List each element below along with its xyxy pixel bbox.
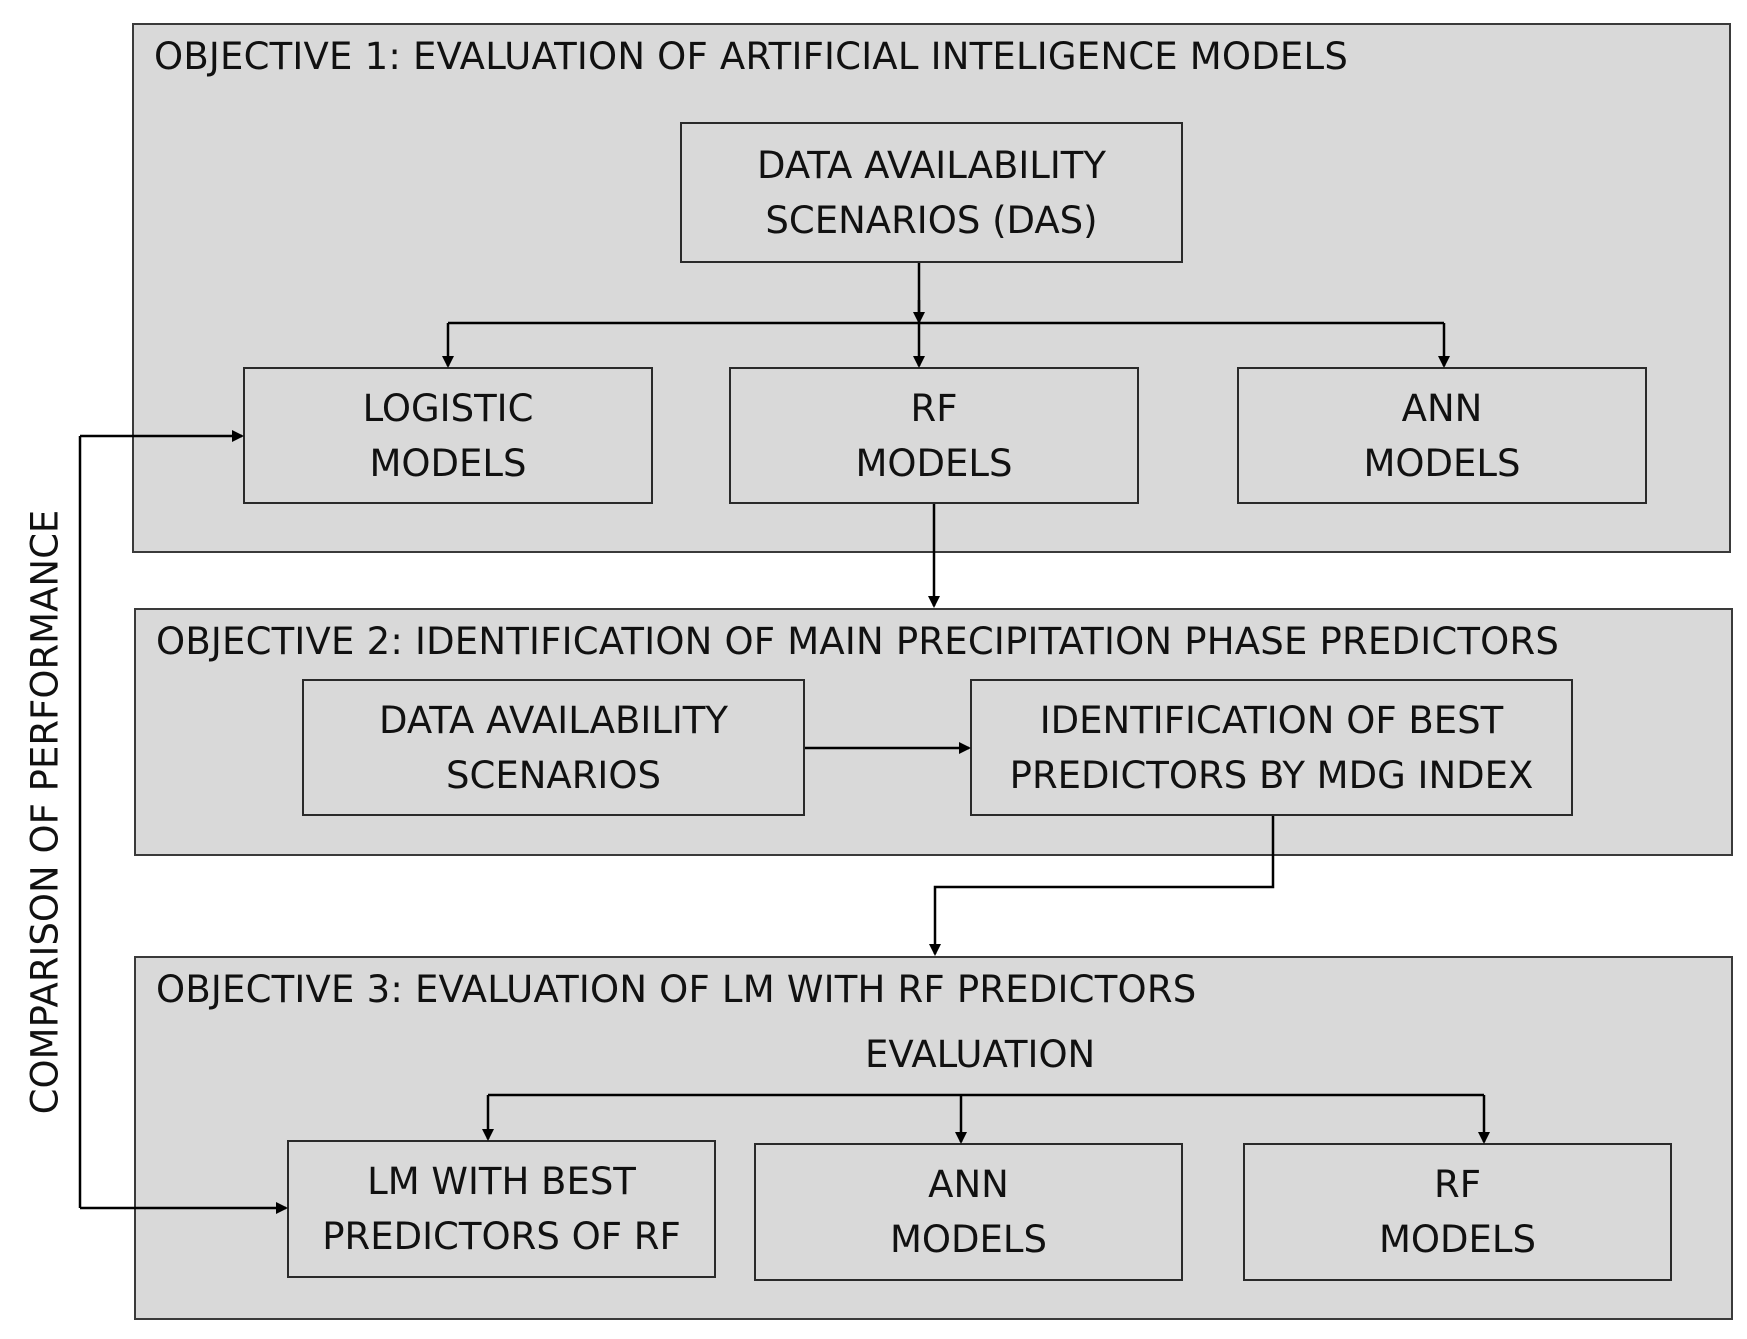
lm-best-predictors-box: LM WITH BEST PREDICTORS OF RF: [287, 1140, 716, 1278]
das-line-1: DATA AVAILABILITY: [757, 143, 1106, 187]
objective-1-title: OBJECTIVE 1: EVALUATION OF ARTIFICIAL IN…: [154, 35, 1349, 78]
ann-models-box-obj3: ANN MODELS: [754, 1143, 1183, 1281]
ann-obj3-line-2: MODELS: [889, 1218, 1047, 1261]
elbow-best-to-obj3: [929, 816, 1275, 956]
rf-obj1-line-1: RF: [910, 386, 958, 430]
ann-obj1-line-2: MODELS: [1363, 441, 1521, 485]
das-obj2-line-1: DATA AVAILABILITY: [379, 698, 728, 742]
rf-obj3-line-1: RF: [1434, 1163, 1481, 1206]
ann-obj1-line-1: ANN: [1401, 386, 1483, 430]
logistic-line-2: MODELS: [369, 441, 527, 485]
lm-line-2: PREDICTORS OF RF: [322, 1215, 681, 1258]
ann-models-box-obj1: ANN MODELS: [1237, 367, 1647, 504]
logistic-line-1: LOGISTIC: [362, 386, 534, 430]
logistic-models-box: LOGISTIC MODELS: [243, 367, 653, 504]
objective-2-title: OBJECTIVE 2: IDENTIFICATION OF MAIN PREC…: [156, 620, 1560, 663]
das-box: DATA AVAILABILITY SCENARIOS (DAS): [680, 122, 1183, 263]
rf-obj3-line-2: MODELS: [1378, 1218, 1536, 1261]
das-box-obj2: DATA AVAILABILITY SCENARIOS: [302, 679, 805, 816]
best-predictors-line-1: IDENTIFICATION OF BEST: [1039, 698, 1504, 742]
rf-obj1-line-2: MODELS: [855, 441, 1013, 485]
lm-line-1: LM WITH BEST: [367, 1160, 636, 1203]
objective-3-title: OBJECTIVE 3: EVALUATION OF LM WITH RF PR…: [156, 968, 1197, 1011]
evaluation-label: EVALUATION: [865, 1033, 1096, 1076]
best-predictors-line-2: PREDICTORS BY MDG INDEX: [1009, 753, 1534, 797]
das-line-2: SCENARIOS (DAS): [765, 198, 1098, 242]
best-predictors-box: IDENTIFICATION OF BEST PREDICTORS BY MDG…: [970, 679, 1573, 816]
rf-models-box-obj3: RF MODELS: [1243, 1143, 1672, 1281]
ann-obj3-line-1: ANN: [928, 1163, 1009, 1206]
das-obj2-line-2: SCENARIOS: [446, 753, 661, 797]
rf-models-box-obj1: RF MODELS: [729, 367, 1139, 504]
